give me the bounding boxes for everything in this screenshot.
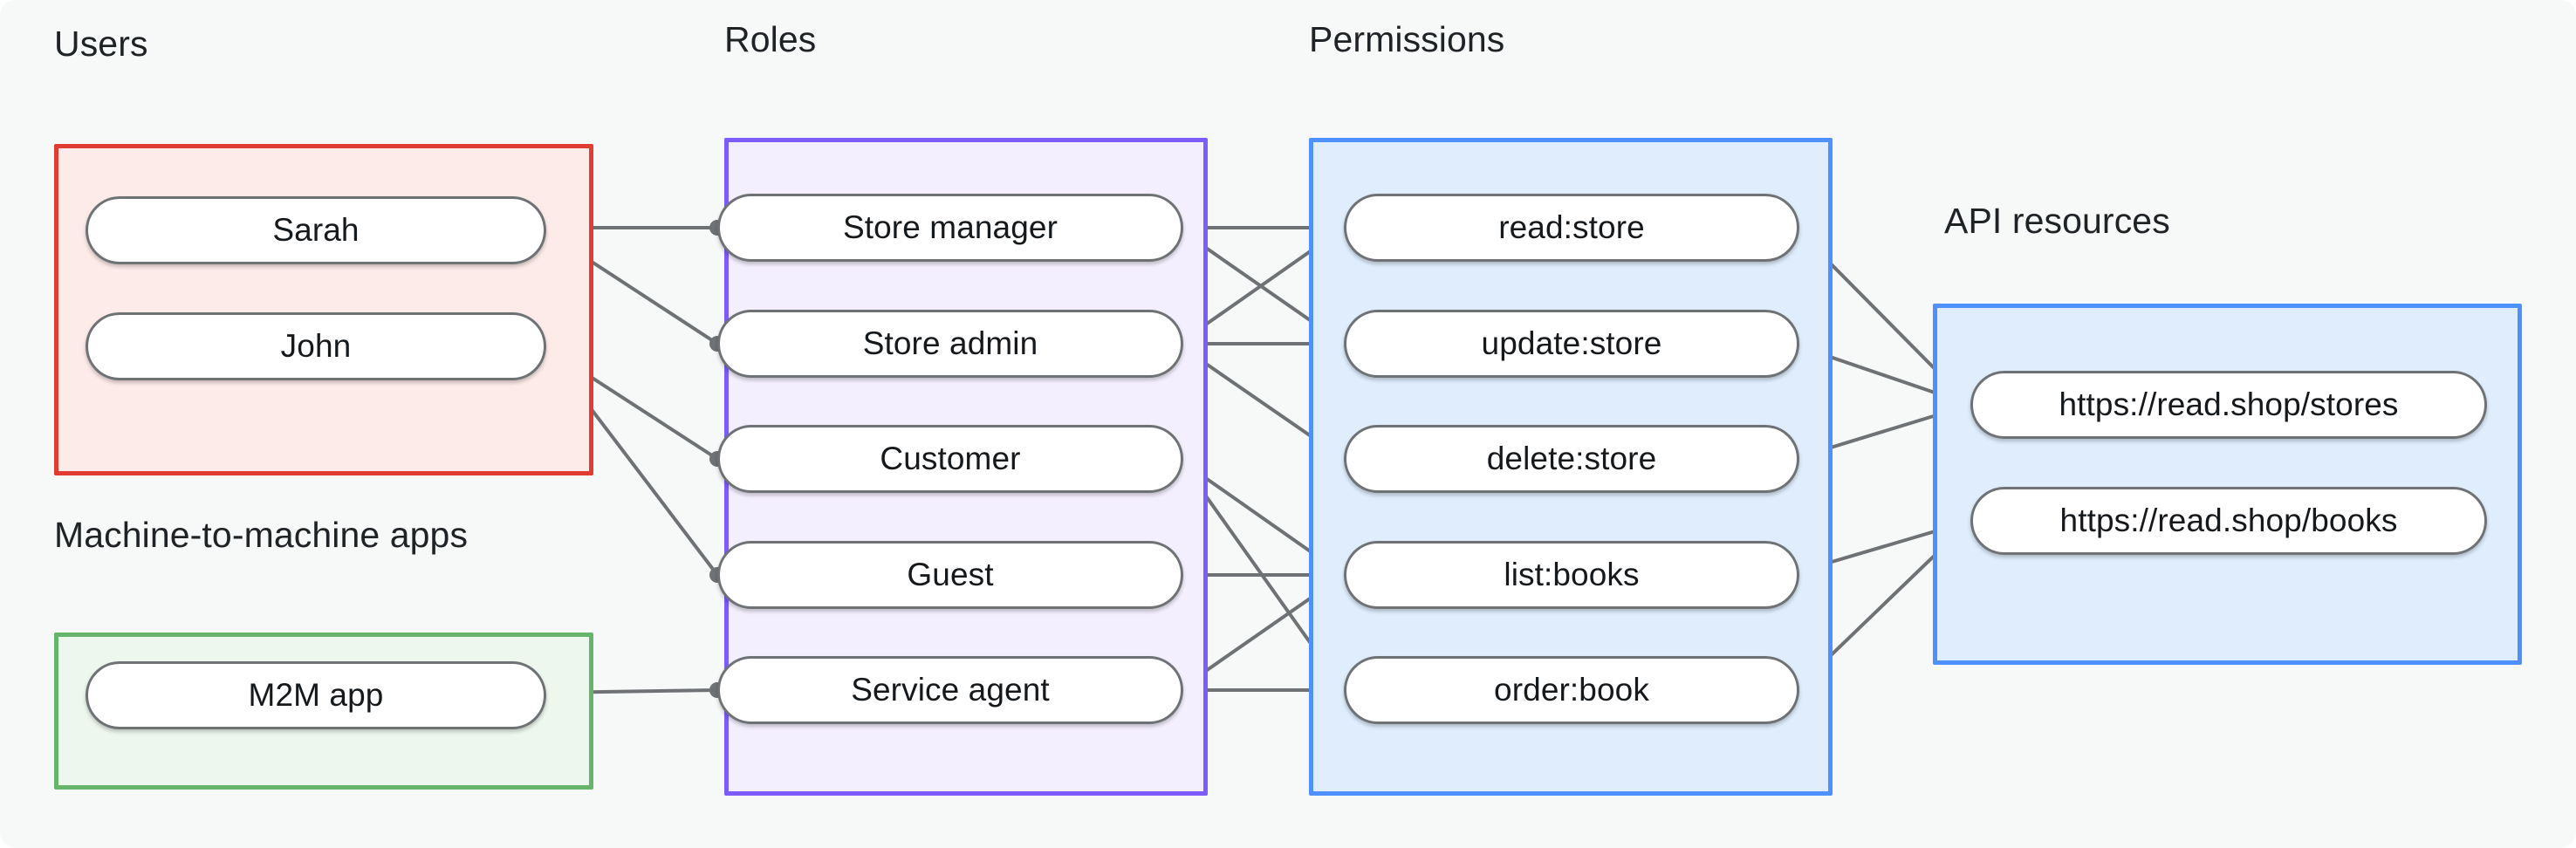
api-resource-node-books[interactable]: https://read.shop/books [1970,487,2487,555]
role-node-service-agent[interactable]: Service agent [717,656,1183,724]
group-title-users: Users [54,24,148,64]
user-node-sarah[interactable]: Sarah [86,196,546,264]
role-node-customer[interactable]: Customer [717,425,1183,493]
m2m-node-m2m-app[interactable]: M2M app [86,661,546,729]
permission-node-update-store[interactable]: update:store [1344,310,1799,378]
permission-node-list-books[interactable]: list:books [1344,541,1799,609]
group-title-api-resources: API resources [1944,201,2170,241]
api-resource-node-stores[interactable]: https://read.shop/stores [1970,371,2487,439]
user-node-john[interactable]: John [86,312,546,380]
permission-node-order-book[interactable]: order:book [1344,656,1799,724]
group-title-m2m: Machine-to-machine apps [54,515,469,555]
role-node-guest[interactable]: Guest [717,541,1183,609]
group-title-permissions: Permissions [1309,19,1505,59]
api-resources-container [1933,304,2522,665]
permission-node-delete-store[interactable]: delete:store [1344,425,1799,493]
users-container [54,144,593,475]
permission-node-read-store[interactable]: read:store [1344,194,1799,262]
group-title-roles: Roles [724,19,817,59]
role-node-store-admin[interactable]: Store admin [717,310,1183,378]
role-node-store-manager[interactable]: Store manager [717,194,1183,262]
